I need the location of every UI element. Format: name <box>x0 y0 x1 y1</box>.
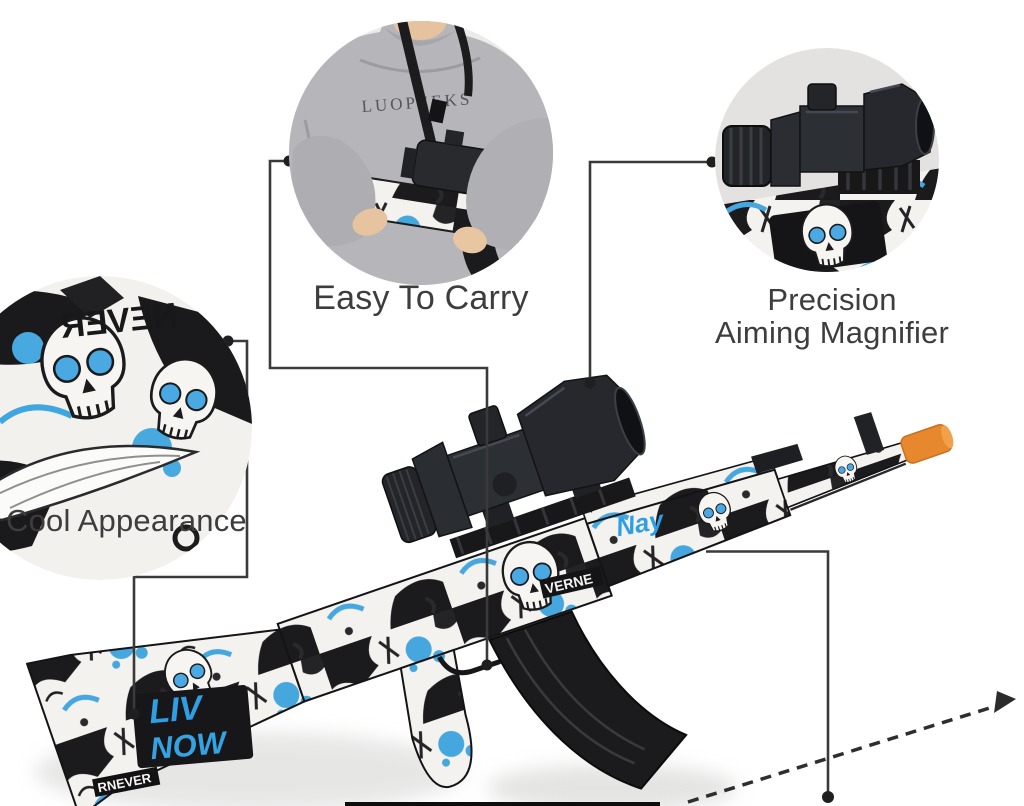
scope-ocular-bell <box>411 441 473 538</box>
callout-connectors <box>132 159 712 714</box>
black-patch <box>60 276 124 318</box>
cool-appearance-photo-circle: NEVER <box>0 276 252 580</box>
scope-callout-line <box>588 160 712 383</box>
right-sleeve <box>466 117 553 251</box>
dashed-line <box>687 704 997 804</box>
graffiti-word: LIV <box>147 688 206 731</box>
arrowhead-icon <box>994 691 1016 713</box>
left-hand <box>352 208 388 236</box>
gun-grip <box>399 648 473 789</box>
front-sight <box>853 412 885 455</box>
closeup-tube <box>799 105 865 173</box>
trigger-guard <box>437 655 501 676</box>
gun-scope <box>381 374 646 559</box>
connector-dot <box>481 659 493 671</box>
carried-scope-turret <box>444 129 465 147</box>
precision-magnifier-photo-circle <box>715 48 939 272</box>
cleaning-rod <box>790 462 907 511</box>
rail-slots <box>455 487 607 555</box>
muzzle-opening <box>941 425 954 449</box>
easy-to-carry-photo-circle: LUOPEEKS <box>289 21 553 285</box>
connector-dot <box>706 156 718 168</box>
graffiti-chip <box>539 566 604 599</box>
connector-dot <box>584 377 596 389</box>
connector-dot <box>128 708 140 720</box>
scope-side-knob <box>492 472 517 497</box>
easy-to-carry-label: Easy To Carry <box>313 279 529 317</box>
magazine-ribs <box>505 629 646 765</box>
feather-ribs <box>0 454 181 509</box>
scope-highlights <box>806 83 901 114</box>
precision-magnifier-label: Precision Aiming Magnifier <box>672 282 992 350</box>
eyepiece-ridges <box>385 469 430 542</box>
appearance-callout-line <box>132 339 249 714</box>
magazine-shadow <box>487 764 737 806</box>
cool-appearance-label: Cool Appearance <box>6 503 247 538</box>
rear-gas-block <box>751 443 803 474</box>
skull-chip <box>769 200 887 272</box>
connector-dot <box>822 791 834 803</box>
closeup-scope <box>722 83 935 194</box>
closeup-turret <box>807 83 837 111</box>
closeup-lens <box>915 97 935 155</box>
eyepiece-ridges <box>729 127 763 185</box>
scope-lens <box>614 386 646 456</box>
gun-handguard <box>585 468 792 588</box>
scope-rail <box>449 477 636 559</box>
blue-splat <box>12 332 44 364</box>
graffiti-chip <box>92 766 161 798</box>
carried-scope-eyepiece <box>400 147 418 179</box>
stock-graffiti-words: LIV NOW <box>131 684 254 769</box>
precision-label-line2: Aiming Magnifier <box>714 314 950 350</box>
strap-buckle <box>427 98 448 124</box>
barrel-callout-line <box>706 550 830 797</box>
right-hand <box>453 226 487 254</box>
cropped-bottom-bar <box>345 802 660 806</box>
graffiti-chip <box>131 684 254 769</box>
closeup-ocular-bell <box>770 111 801 187</box>
graffiti-word: NOW <box>149 725 230 767</box>
black-patch <box>0 290 95 365</box>
carry-callout-line <box>268 159 489 665</box>
blue-scribble <box>0 404 74 425</box>
gel-blaster-gun: LIV NOW RNEVER Nay VERNE <box>26 374 954 806</box>
ring-loop <box>172 524 200 552</box>
trajectory-dashed-arrow <box>687 691 1016 804</box>
left-sleeve <box>290 135 376 247</box>
rail-slots <box>846 160 912 190</box>
precision-label-line1: Precision <box>767 282 897 317</box>
